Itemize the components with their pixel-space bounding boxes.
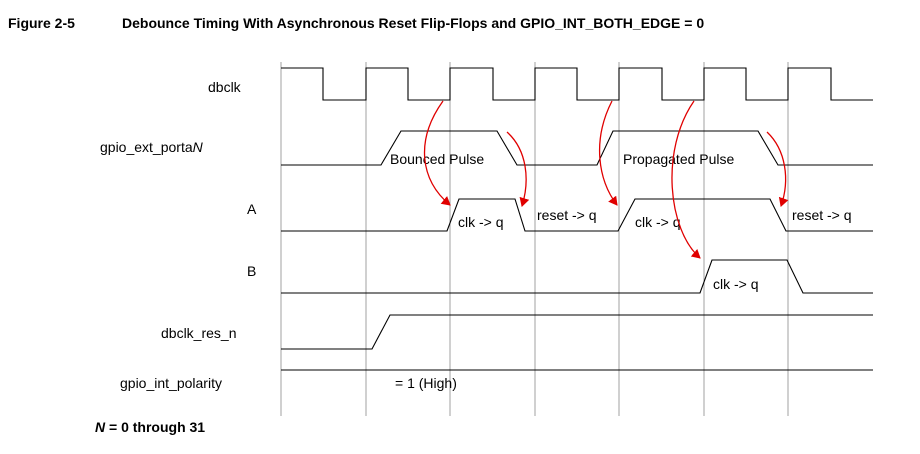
signal-label-gpio-ext-porta: gpio_ext_portaN — [100, 139, 204, 155]
arrow-clk-to-a-rise-1 — [423, 100, 451, 206]
a-waveform — [281, 198, 873, 232]
clock-edge-gridlines — [280, 62, 789, 416]
dbclk-waveform — [281, 67, 873, 101]
signal-label-b: B — [247, 263, 256, 279]
dbclk-res-n-waveform — [281, 314, 873, 350]
arrow-clk-to-a-rise-2 — [598, 100, 618, 206]
a-reset-to-q-label-2: reset -> q — [792, 207, 852, 223]
a-clk-to-q-label-2: clk -> q — [635, 214, 681, 230]
signal-label-dbclk-res-n: dbclk_res_n — [161, 325, 237, 341]
gpio-ext-porta-waveform — [281, 130, 873, 166]
arrow-pulse-fall-to-a-fall-2 — [766, 131, 789, 207]
signal-label-gpio-int-polarity: gpio_int_polarity — [120, 375, 222, 391]
footnote: N = 0 through 31 — [95, 419, 205, 435]
bounced-pulse-label: Bounced Pulse — [390, 151, 484, 167]
a-reset-to-q-label-1: reset -> q — [537, 207, 597, 223]
b-clk-to-q-label: clk -> q — [713, 276, 759, 292]
propagated-pulse-label: Propagated Pulse — [623, 151, 735, 167]
arrow-clk-to-b-rise — [671, 100, 701, 259]
a-clk-to-q-label-1: clk -> q — [458, 214, 504, 230]
figure-number: Figure 2-5 — [8, 15, 75, 31]
polarity-value-label: = 1 (High) — [395, 375, 457, 391]
signal-label-a: A — [247, 201, 257, 217]
figure-title: Debounce Timing With Asynchronous Reset … — [122, 15, 704, 31]
signal-label-dbclk: dbclk — [208, 79, 242, 95]
causal-arrows — [423, 100, 789, 259]
b-waveform — [281, 259, 873, 294]
arrow-pulse-fall-to-a-fall-1 — [506, 131, 530, 207]
